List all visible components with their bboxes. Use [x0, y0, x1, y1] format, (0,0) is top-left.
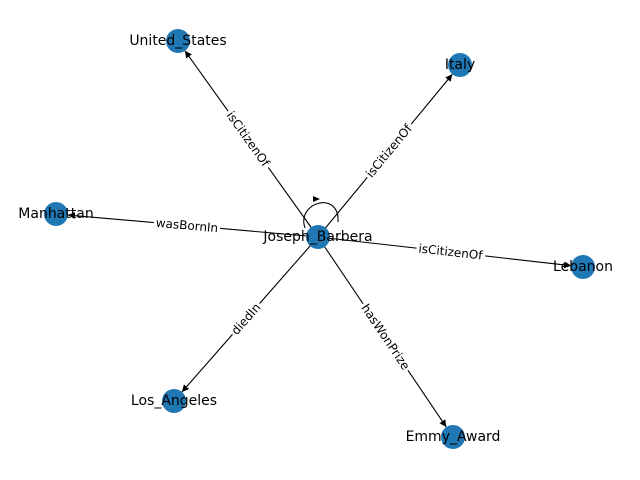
edge-label-text: isCitizenOf — [363, 121, 415, 180]
edge-label-joseph-barbera-to-los-angeles: diedIn — [226, 298, 266, 340]
edge-label-joseph-barbera-to-italy: isCitizenOf — [361, 118, 418, 183]
edge-label-text: diedIn — [228, 300, 263, 337]
node-label-emmy-award: Emmy_Award — [406, 429, 501, 445]
edge-label-background — [356, 299, 415, 375]
node-emmy-award — [441, 425, 465, 449]
edge-label-background — [153, 214, 221, 237]
edge-label-background — [415, 240, 487, 264]
node-united-states — [166, 29, 190, 53]
edge-label-background — [221, 106, 275, 173]
node-label-italy: Italy — [445, 57, 475, 73]
node-manhattan — [44, 202, 68, 226]
edge-label-background — [361, 118, 418, 183]
node-label-joseph-barbera: Joseph_Barbera — [262, 229, 372, 245]
edge-label-text: hasWonPrize — [358, 301, 412, 372]
node-label-lebanon: Lebanon — [553, 259, 613, 275]
node-label-los-angeles: Los_Angeles — [131, 393, 217, 409]
node-lebanon — [571, 255, 595, 279]
edge-label-text: wasBornIn — [155, 216, 218, 235]
nodes-layer — [44, 29, 595, 449]
edge-label-background — [226, 298, 266, 340]
node-label-manhattan: Manhattan — [18, 206, 93, 222]
node-italy — [448, 53, 472, 77]
edge-label-joseph-barbera-to-manhattan: wasBornIn — [153, 214, 221, 237]
edge-label-joseph-barbera-to-lebanon: isCitizenOf — [415, 240, 487, 264]
node-joseph-barbera — [306, 225, 330, 249]
edge-label-joseph-barbera-to-united-states: isCitizenOf — [221, 106, 275, 173]
edge-label-joseph-barbera-to-emmy-award: hasWonPrize — [356, 299, 415, 375]
edge-self-loop-arrowhead — [313, 196, 320, 202]
edge-label-text: isCitizenOf — [224, 109, 273, 170]
node-los-angeles — [162, 389, 186, 413]
node-label-united-states: United_States — [129, 33, 226, 49]
